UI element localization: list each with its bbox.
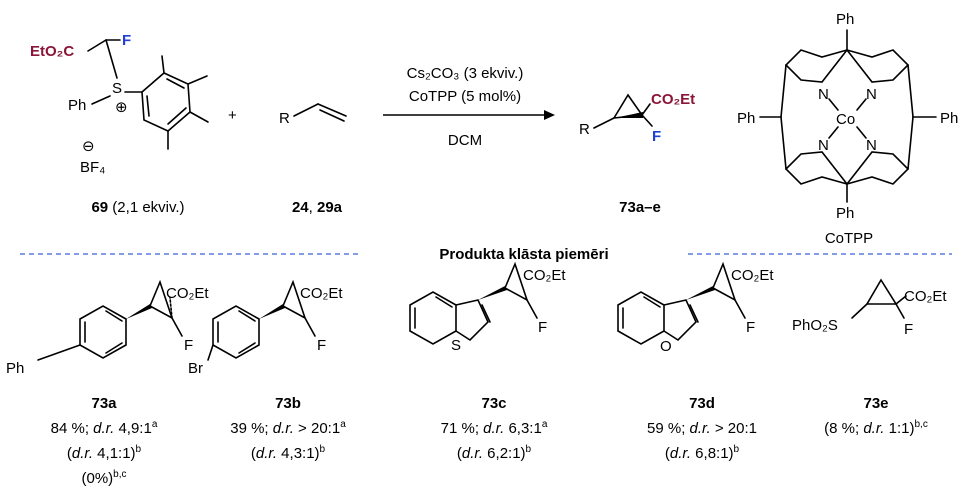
example-73a-line2: (d.r. 4,1:1)b (67, 444, 142, 462)
example-73e-label: 73e (863, 395, 888, 412)
negative-charge: ⊖ (82, 138, 95, 155)
example-73b-bromine: Br (188, 360, 203, 377)
cotpp-structure: Ph Ph Ph Ph N N N N Co (737, 11, 958, 222)
example-73c-sulfur: S (451, 337, 461, 354)
example-73d-ester: CO₂Et (731, 267, 774, 284)
cotpp-phenyl-bottom: Ph (836, 205, 854, 222)
alkene-r-group: R (279, 110, 290, 127)
example-73a-line1: 84 %; d.r. 4,9:1a (51, 419, 158, 437)
plus-sign: + (228, 107, 237, 124)
sulfur-atom: S (112, 80, 122, 97)
solvent-condition: DCM (448, 132, 482, 149)
example-73a-phenyl: Ph (6, 360, 24, 377)
product-structure: R CO₂Et F (579, 91, 695, 145)
example-73e-structure: PhO₂S CO₂Et F (792, 278, 947, 338)
example-73c-line2: (d.r. 6,2:1)b (457, 444, 532, 462)
example-73b-line1: 39 %; d.r. > 20:1a (230, 419, 346, 437)
example-73c-label: 73c (481, 395, 506, 412)
example-73d-fluorine: F (746, 319, 755, 336)
example-73e-ester: CO₂Et (904, 288, 947, 305)
alkene-label: 24, 29a (292, 199, 343, 216)
fluorine-atom: F (122, 32, 131, 49)
example-73a-line3: (0%)b,c (81, 469, 126, 487)
example-73b-line2: (d.r. 4,3:1)b (251, 444, 326, 462)
ester-group: EtO₂C (30, 43, 74, 60)
cotpp-n1: N (818, 86, 829, 103)
example-73c-line1: 71 %; d.r. 6,3:1a (441, 419, 548, 437)
example-73c-structure: S F CO₂Et (409, 261, 566, 354)
example-73c-ester: CO₂Et (523, 267, 566, 284)
example-73b-structure: Br F CO₂Et (188, 279, 343, 377)
reagent-69-structure: EtO₂C F S Ph ⊕ ⊖ BF₄ (30, 32, 209, 176)
product-ester: CO₂Et (651, 91, 695, 108)
product-fluorine: F (652, 128, 661, 145)
example-73d-structure: O F CO₂Et (617, 261, 774, 355)
example-73a-label: 73a (91, 395, 117, 412)
cotpp-phenyl-left: Ph (737, 110, 755, 127)
alkene-structure: R (279, 103, 347, 127)
cotpp-n4: N (866, 137, 877, 154)
example-73e-sulfonyl: PhO₂S (792, 317, 838, 334)
cotpp-cobalt: Co (836, 111, 855, 128)
phenyl-on-sulfur: Ph (68, 97, 86, 114)
section-title: Produkta klāsta piemēri (439, 246, 608, 263)
example-73d-line1: 59 %; d.r. > 20:1 (647, 420, 757, 437)
example-73d-line2: (d.r. 6,8:1)b (665, 444, 740, 462)
product-label: 73a–e (619, 199, 661, 216)
arrow-head (544, 110, 555, 120)
cotpp-phenyl-top: Ph (836, 11, 854, 28)
base-condition: Cs₂CO₃ (3 ekviv.) (407, 65, 524, 82)
example-73d-label: 73d (689, 395, 715, 412)
reagent-69-label: 69 (2,1 ekviv.) (91, 199, 184, 216)
cotpp-label: CoTPP (825, 230, 873, 247)
example-73a-ester: CO₂Et (166, 285, 209, 302)
cotpp-n3: N (818, 137, 829, 154)
catalyst-condition: CoTPP (5 mol%) (409, 88, 521, 105)
example-73b-label: 73b (275, 395, 301, 412)
tetrafluoroborate: BF₄ (80, 159, 105, 176)
cotpp-phenyl-right: Ph (940, 110, 958, 127)
cotpp-n2: N (866, 86, 877, 103)
example-73e-line1: (8 %; d.r. 1:1)b,c (824, 419, 928, 437)
example-73b-ester: CO₂Et (300, 285, 343, 302)
product-r-group: R (579, 121, 590, 138)
positive-charge: ⊕ (115, 99, 128, 116)
example-73a-structure: Ph F CO₂Et (6, 279, 209, 377)
example-73b-fluorine: F (317, 337, 326, 354)
example-73e-fluorine: F (904, 321, 913, 338)
example-73c-fluorine: F (538, 319, 547, 336)
example-73a-fluorine: F (184, 337, 193, 354)
example-73d-oxygen: O (660, 338, 672, 355)
